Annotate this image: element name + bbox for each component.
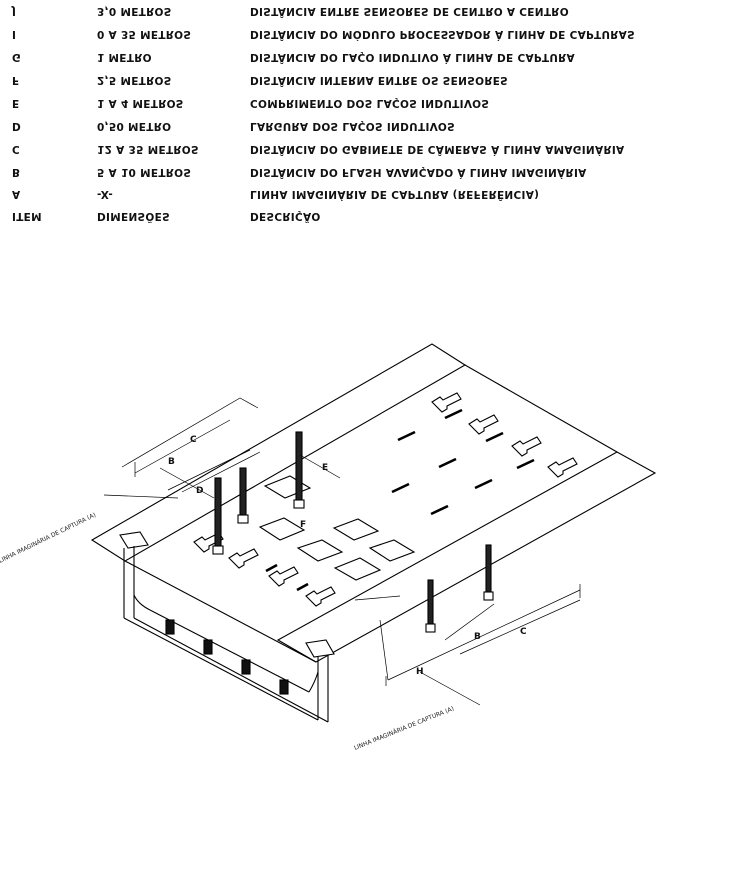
legend-description: DISTÂNCIA DO GABINETE DE CÂMERAS À LINHA… — [250, 143, 625, 155]
legend-row-g: G 1 METRO DISTÂNCIA DO LAÇO INDUTIVO À L… — [0, 48, 737, 66]
legend-header-row: ITEM DIMENSÕES DESCRIÇÃO — [0, 207, 737, 225]
legend-dimension: 1 A 4 METROS — [97, 97, 184, 109]
legend-item: F — [12, 74, 20, 86]
dim-letter-d: D — [196, 486, 203, 496]
legend-row-d: D 0,50 METRO LARGURA DOS LAÇOS INDUTIVOS — [0, 117, 737, 135]
lane-dashes — [265, 408, 535, 592]
legend-header-description: DESCRIÇÃO — [250, 210, 321, 222]
trench-gutter — [119, 531, 335, 723]
legend-item: G — [12, 51, 21, 63]
sensor-poles — [212, 431, 494, 633]
capture-line-label-right: LINHA IMAGINÁRIA DE CAPTURA (A) — [353, 705, 455, 752]
legend-header-item: ITEM — [12, 210, 42, 222]
legend-description: DISTÂNCIA DO FLASH AVANÇADO À LINHA IMAG… — [250, 166, 587, 178]
legend-row-c: C 12 A 35 METROS DISTÂNCIA DO GABINETE D… — [0, 140, 737, 158]
arrow-icon — [228, 548, 259, 569]
arrow-icon — [547, 457, 578, 478]
legend-item: C — [12, 143, 21, 155]
legend-item: I — [12, 28, 17, 40]
legend-dimension: 0,50 METRO — [97, 120, 172, 132]
arrow-icon — [468, 414, 499, 435]
inductive-loops — [258, 475, 416, 581]
road-edge — [124, 560, 317, 663]
legend-item: J — [12, 5, 17, 17]
legend-row-j: J 3,0 METROS DISTÂNCIA ENTRE SENSORES DE… — [0, 2, 737, 20]
dim-letter-c-near: C — [520, 627, 527, 637]
legend-dimension: 2,5 METROS — [97, 74, 172, 86]
legend-description: DISTÂNCIA INTERNA ENTRE OS SENSORES — [250, 74, 509, 86]
legend-header-dimension: DIMENSÕES — [97, 210, 170, 222]
legend-item: D — [12, 120, 22, 132]
legend-description: DISTÂNCIA ENTRE SENSORES DE CENTRO A CEN… — [250, 5, 569, 17]
road-edge — [464, 364, 618, 453]
dim-letter-f: F — [300, 520, 306, 530]
legend-item: A — [12, 188, 21, 200]
legend-dimension: 12 A 35 METROS — [97, 143, 199, 155]
legend-item: E — [12, 97, 20, 109]
legend-dimension: -X- — [97, 188, 113, 200]
legend-dimension: 5 A 10 METROS — [97, 166, 192, 178]
legend-dimension: 0 A 35 METROS — [97, 28, 192, 40]
legend-description: COMPRIMENTO DOS LAÇOS INDUTIVOS — [250, 97, 490, 109]
legend-row-a: A -X- LINHA IMAGINÁRIA DE CAPTURA (REFER… — [0, 185, 737, 203]
arrow-icon — [511, 436, 542, 457]
legend-description: DISTÂNCIA DO MÓDULO PROCESSADOR À LINHA … — [250, 28, 635, 40]
legend-row-f: F 2,5 METROS DISTÂNCIA INTERNA ENTRE OS … — [0, 71, 737, 89]
near-road-slab — [276, 451, 657, 663]
capture-line-label-left: LINHA IMAGINÁRIA DE CAPTURA (A) — [0, 512, 97, 565]
arrow-icon — [268, 566, 299, 587]
legend-dimension: 1 METRO — [97, 51, 152, 63]
dimensions-legend: J 3,0 METROS DISTÂNCIA ENTRE SENSORES DE… — [0, 0, 737, 240]
legend-description: DISTÂNCIA DO LAÇO INDUTIVO À LINHA DE CA… — [250, 51, 575, 63]
traffic-arrows — [193, 392, 578, 607]
legend-dimension: 3,0 METROS — [97, 5, 172, 17]
arrow-icon — [431, 392, 462, 413]
dim-letter-e: E — [322, 463, 328, 473]
far-road-slab — [90, 343, 467, 562]
dim-letter-b-near: B — [474, 632, 481, 642]
legend-item: B — [12, 166, 21, 178]
legend-row-e: E 1 A 4 METROS COMPRIMENTO DOS LAÇOS IND… — [0, 94, 737, 112]
dim-letter-c: C — [190, 435, 197, 445]
legend-description: LINHA IMAGINÁRIA DE CAPTURA (REFERÊNCIA) — [250, 188, 540, 200]
legend-description: LARGURA DOS LAÇOS INDUTIVOS — [250, 120, 455, 132]
installation-diagram: C B D E F C B H LINHA IMAGINÁRIA DE CAPT… — [0, 343, 657, 752]
dim-letter-b: B — [168, 457, 175, 467]
dimension-lines-far — [103, 397, 341, 499]
legend-row-b: B 5 A 10 METROS DISTÂNCIA DO FLASH AVANÇ… — [0, 163, 737, 181]
legend-row-i: I 0 A 35 METROS DISTÂNCIA DO MÓDULO PROC… — [0, 25, 737, 43]
dim-letter-h: H — [416, 667, 424, 677]
arrow-icon — [305, 586, 336, 607]
dimension-lines-near — [354, 584, 581, 706]
